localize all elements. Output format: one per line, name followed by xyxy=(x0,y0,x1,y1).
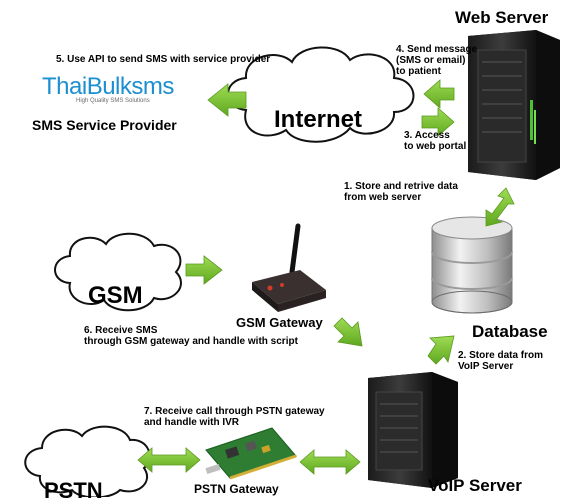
step-4-line-3: to patient xyxy=(396,66,441,77)
step-6-line-1: 6. Receive SMS xyxy=(84,325,158,336)
gsm-gateway-title: GSM Gateway xyxy=(236,315,323,330)
arrow-internet-to-web xyxy=(421,107,455,137)
gsm-cloud xyxy=(54,232,182,312)
arrow-pstn-gateway xyxy=(137,447,201,473)
web-server-title: Web Server xyxy=(455,8,549,27)
step-4-label: 4. Send message (SMS or email) to patien… xyxy=(396,44,477,77)
voip-server-title: VoIP Server xyxy=(428,476,522,495)
voip-server-icon xyxy=(368,372,458,488)
gsm-title: GSM xyxy=(88,282,143,309)
sms-provider-logo-text: ThaiBulksms xyxy=(42,73,174,100)
pstn-cloud xyxy=(24,425,151,497)
step-5-label: 5. Use API to send SMS with service prov… xyxy=(56,54,271,65)
arrows xyxy=(137,79,515,475)
step-7-line-1: 7. Receive call through PSTN gateway xyxy=(144,406,325,417)
sms-provider-title: SMS Service Provider xyxy=(32,117,177,133)
step-1-label: 1. Store and retrive data from web serve… xyxy=(344,181,458,203)
step-3-line-1: 3. Access xyxy=(404,130,450,141)
arrow-voip-to-db xyxy=(427,335,455,365)
step-4-line-1: 4. Send message xyxy=(396,44,478,55)
step-3-label: 3. Access to web portal xyxy=(404,130,466,152)
arrow-gsm-to-gateway xyxy=(185,255,223,285)
pstn-gateway-title: PSTN Gateway xyxy=(194,482,279,496)
arrow-gateway-voip xyxy=(299,449,361,475)
sms-provider-tagline: High Quality SMS Solutions xyxy=(76,98,150,104)
step-6-label: 6. Receive SMS through GSM gateway and h… xyxy=(84,325,298,347)
web-server-icon xyxy=(468,30,560,180)
step-2-line-1: 2. Store data from xyxy=(458,350,544,361)
arrow-gateway-to-voip xyxy=(333,317,363,347)
arrow-web-db xyxy=(485,187,515,227)
step-1-line-2: from web server xyxy=(344,192,422,203)
pstn-title: PSTN xyxy=(44,478,103,503)
arrow-internet-to-sms xyxy=(207,83,247,117)
sms-provider-logo: ThaiBulksms High Quality SMS Solutions xyxy=(42,73,174,105)
step-1-line-1: 1. Store and retrive data xyxy=(344,181,458,192)
internet-title: Internet xyxy=(274,106,363,133)
step-4-line-2: (SMS or email) xyxy=(396,55,466,66)
step-7-line-2: and handle with IVR xyxy=(144,417,240,428)
step-3-line-2: to web portal xyxy=(404,141,467,152)
step-6-line-2: through GSM gateway and handle with scri… xyxy=(84,336,298,347)
internet-cloud xyxy=(227,46,415,143)
step-7-label: 7. Receive call through PSTN gateway and… xyxy=(144,406,325,428)
database-title: Database xyxy=(472,322,548,341)
database-icon xyxy=(431,216,513,314)
step-2-label: 2. Store data from VoIP Server xyxy=(458,350,543,372)
gsm-gateway-icon xyxy=(252,223,326,312)
pstn-gateway-icon xyxy=(205,427,297,480)
arrow-web-to-internet xyxy=(423,79,455,109)
step-2-line-2: VoIP Server xyxy=(458,361,514,372)
